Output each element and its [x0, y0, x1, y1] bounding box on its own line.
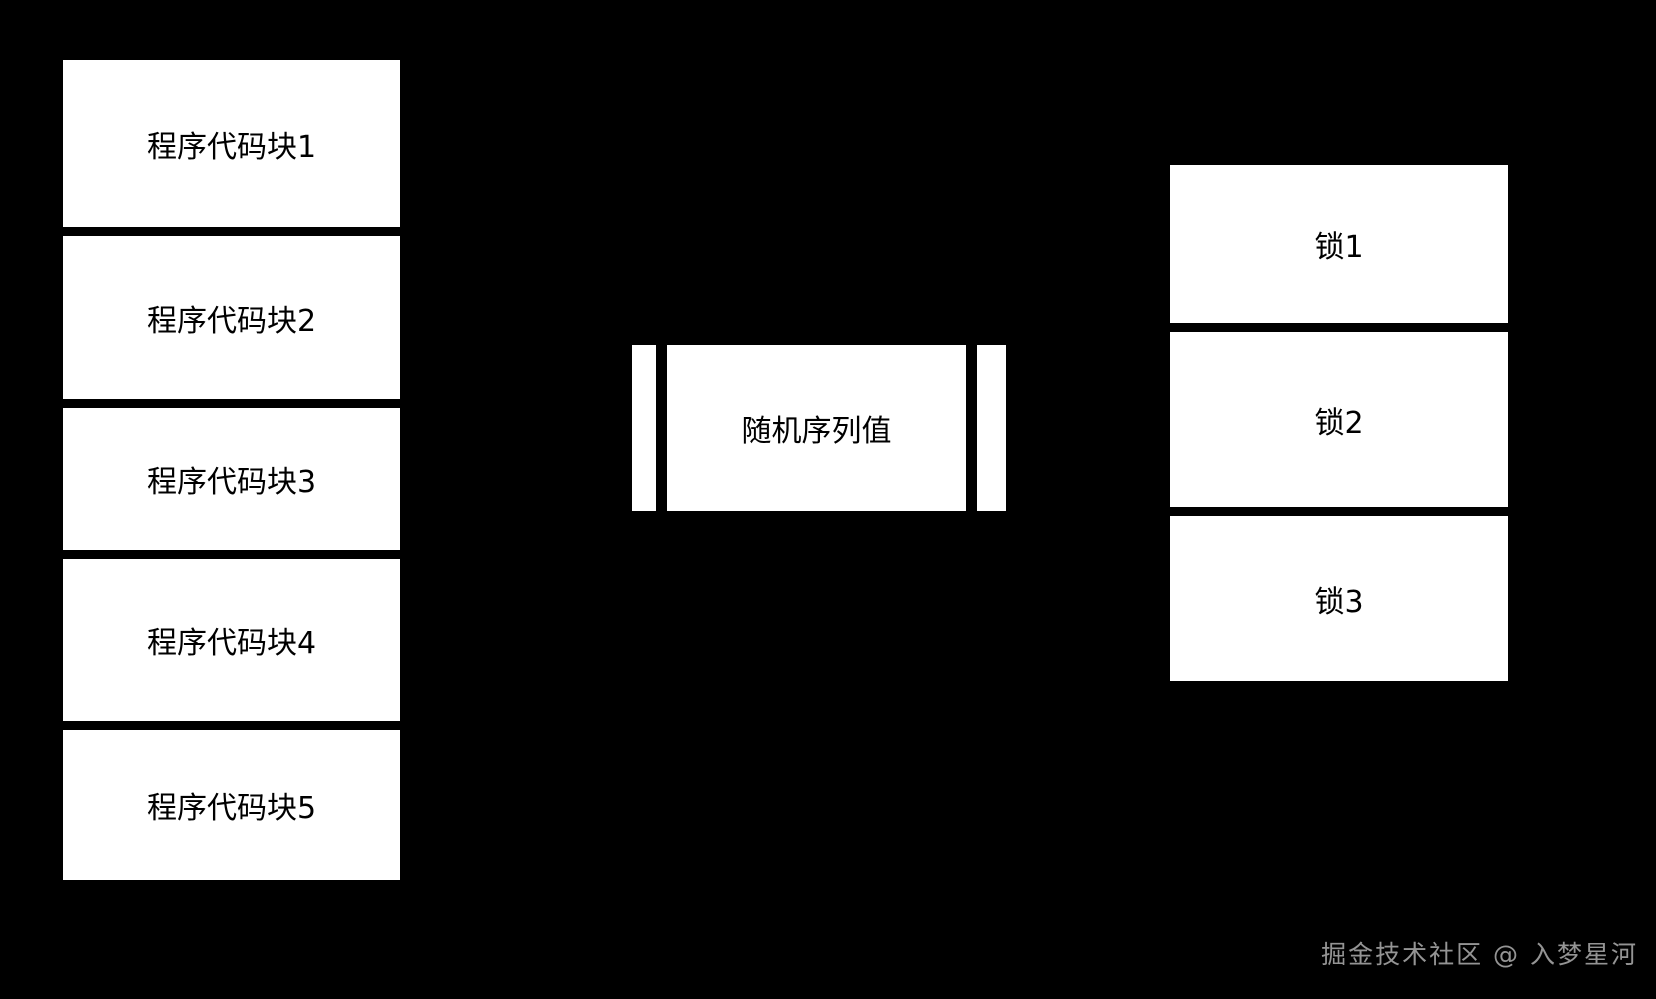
lock-block-2[interactable]: 锁2 [1170, 332, 1508, 507]
program-code-block-2[interactable]: 程序代码块2 [63, 236, 400, 399]
lock-divider-2 [1170, 507, 1508, 516]
random-sequence-value-group: 随机序列值 [632, 345, 1006, 511]
program-code-block-3-label: 程序代码块3 [146, 465, 317, 500]
program-code-block-1[interactable]: 程序代码块1 [63, 60, 400, 227]
sequence-left-bar [632, 345, 656, 511]
lock-block-2-label: 锁2 [1314, 405, 1364, 441]
program-code-block-5-label: 程序代码块5 [146, 791, 317, 826]
code-block-divider-3 [63, 550, 400, 559]
code-block-divider-1 [63, 227, 400, 236]
lock-block-3-label: 锁3 [1314, 584, 1364, 620]
program-code-block-4-label: 程序代码块4 [146, 626, 317, 661]
program-code-block-2-label: 程序代码块2 [146, 303, 317, 339]
lock-divider-1 [1170, 323, 1508, 332]
lock-stack: 锁1 锁2 锁3 [1170, 165, 1508, 681]
random-sequence-value-box[interactable]: 随机序列值 [667, 345, 966, 511]
watermark-text: 掘金技术社区 @ 入梦星河 [1321, 940, 1638, 969]
sequence-right-bar [977, 345, 1006, 511]
lock-block-3[interactable]: 锁3 [1170, 516, 1508, 681]
code-block-divider-2 [63, 399, 400, 408]
program-code-block-4[interactable]: 程序代码块4 [63, 559, 400, 721]
program-code-block-3[interactable]: 程序代码块3 [63, 408, 400, 550]
random-sequence-value-label: 随机序列值 [741, 414, 892, 449]
sequence-right-divider [966, 345, 977, 511]
program-code-block-1-label: 程序代码块1 [146, 129, 317, 165]
lock-block-1[interactable]: 锁1 [1170, 165, 1508, 323]
program-code-block-5[interactable]: 程序代码块5 [63, 730, 400, 880]
sequence-left-divider [656, 345, 667, 511]
lock-block-1-label: 锁1 [1314, 230, 1364, 265]
code-block-divider-4 [63, 721, 400, 730]
program-code-block-stack: 程序代码块1 程序代码块2 程序代码块3 程序代码块4 程序代码块5 [63, 60, 400, 880]
